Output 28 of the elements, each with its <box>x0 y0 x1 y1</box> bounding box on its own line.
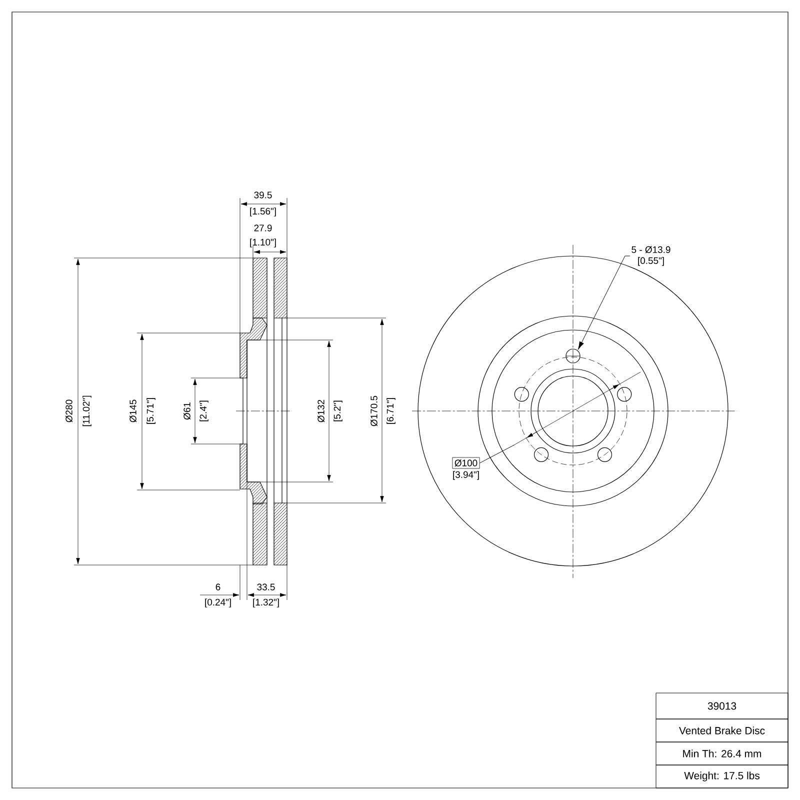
dimension-label: [6.71"] <box>386 398 396 424</box>
leader-line <box>480 444 514 464</box>
dimension-label: Ø170.5 <box>370 396 378 426</box>
dimension-label: [1.56"] <box>250 208 276 216</box>
dimension-label: [11.02"] <box>82 396 92 426</box>
dimension-label: 6 <box>216 584 220 590</box>
dimension-label: Ø61 <box>183 402 191 420</box>
dimension-label: Ø145 <box>129 400 137 422</box>
dimension-label: [5.2"] <box>334 400 342 422</box>
dimension-label: [2.4"] <box>200 400 208 422</box>
callout-text: 5 - Ø13.9 [0.55"] <box>632 246 670 266</box>
title-block-cell: Vented Brake Disc <box>656 718 788 742</box>
title-block-cell: Weight: 17.5 lbs <box>656 764 788 788</box>
dimension-label: 27.9 <box>254 224 272 232</box>
dimension-label: 33.5 <box>257 584 275 590</box>
dimension-label: [1.10"] <box>250 238 276 248</box>
dimension-label: 39.5 <box>254 192 272 198</box>
dimension-label: Ø132 <box>318 400 325 422</box>
dimension-label: [0.24"] <box>205 598 231 608</box>
dimension-label: [1.32"] <box>253 598 279 608</box>
leader-line <box>578 256 630 350</box>
bolt-hole <box>566 348 580 364</box>
dimension-label: [3.94"] <box>453 471 479 480</box>
dimension-label: [5.71"] <box>146 398 156 424</box>
title-block-cell: 39013 <box>656 692 788 720</box>
dimension-label: Ø280 <box>65 400 73 422</box>
title-block-cell: Min Th: 26.4 mm <box>656 742 788 766</box>
boxed-dimension: Ø100 <box>452 457 480 469</box>
